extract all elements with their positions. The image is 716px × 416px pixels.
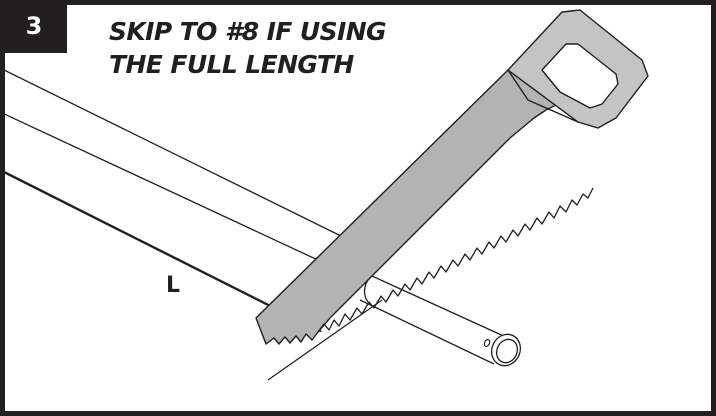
step-heading-line-1: SKIP TO #8 IF USING	[109, 17, 387, 46]
step-heading: SKIP TO #8 IF USING THE FULL LENGTH	[109, 15, 387, 81]
step-number-badge: 3	[5, 5, 67, 53]
length-label: L	[166, 273, 180, 298]
handsaw-icon	[255, 9, 649, 345]
step-heading-line-2: THE FULL LENGTH	[109, 50, 354, 79]
